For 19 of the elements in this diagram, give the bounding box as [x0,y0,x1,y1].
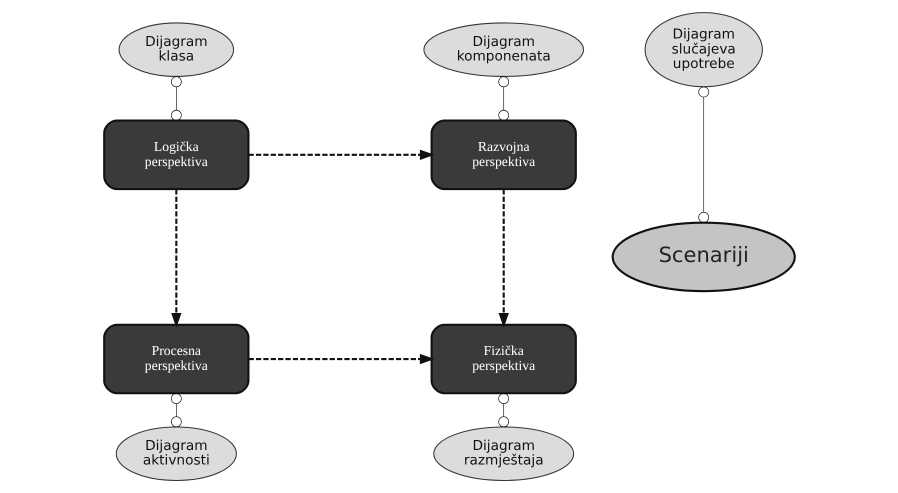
node-ellipse: Scenariji [611,222,796,292]
node-ellipse: Dijagram aktivnosti [115,426,236,481]
node-box: Razvojna perspektiva [430,120,576,190]
arrow [248,150,434,160]
connector [170,393,182,428]
node-ellipse: Dijagram slučajeva upotrebe [644,12,762,88]
node-ellipse: Dijagram razmještaja [432,426,574,481]
connector [498,76,509,121]
connector [698,86,709,223]
node-ellipse: Dijagram komponenata [422,22,584,77]
connector [498,393,509,428]
connector [170,76,182,121]
node-box: Fizička perspektiva [430,324,576,394]
node-box: Logička perspektiva [102,120,249,190]
node-ellipse: Dijagram klasa [118,22,234,77]
node-box: Procesna perspektiva [102,324,249,394]
arrow [170,189,181,328]
arrow [498,189,508,328]
arrow [248,354,434,364]
